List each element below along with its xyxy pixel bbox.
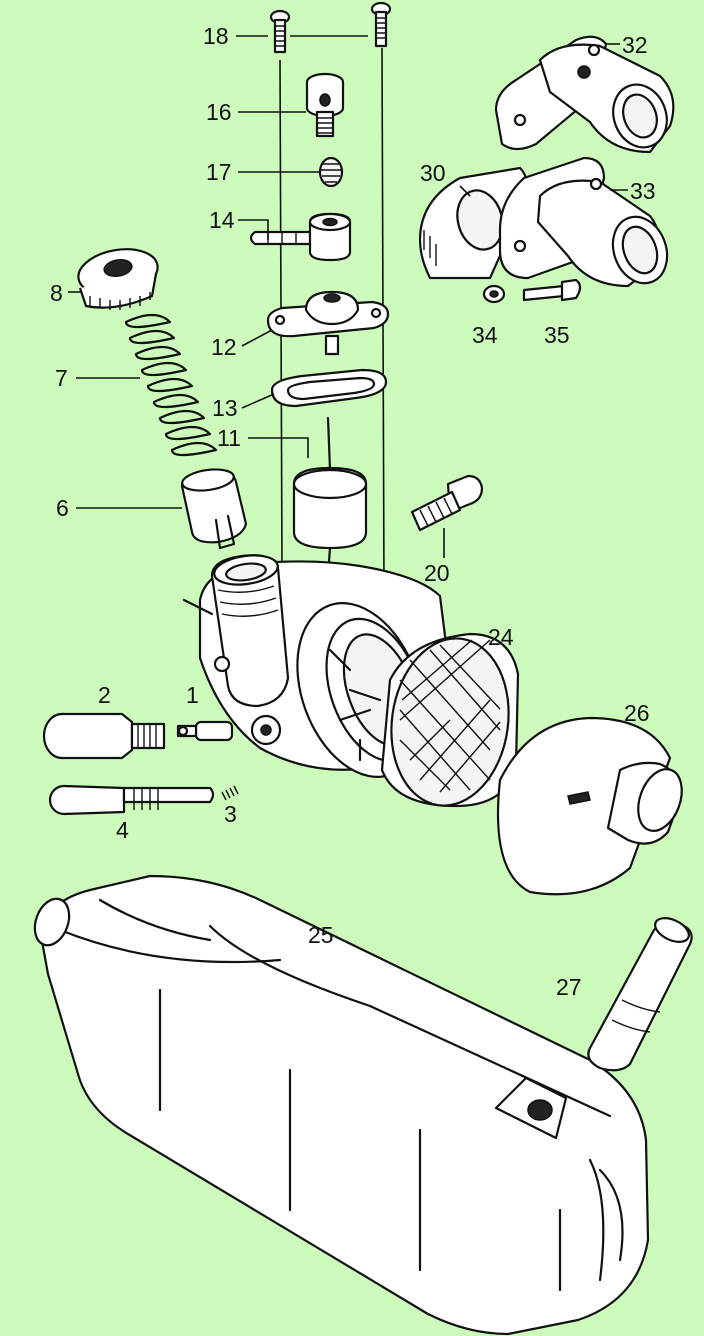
part-26-filter-cover [496,716,683,896]
callout-18: 18 [203,23,229,49]
callout-3: 3 [224,801,237,827]
callout-7: 7 [55,365,68,391]
part-33-intake-flange [498,156,669,288]
callout-24: 24 [488,624,514,650]
callout-25: 25 [308,922,334,948]
callout-6: 6 [56,495,69,521]
callout-17: 17 [206,159,232,185]
callout-35: 35 [544,322,570,348]
part-4-adjusting-screw [48,784,215,816]
part-32-intake-flange [494,35,675,154]
part-16-banjo-bolt [305,72,345,138]
callout-34: 34 [472,322,498,348]
part-18-screws [269,1,392,591]
part-8-cap [77,248,159,310]
callout-16: 16 [206,99,232,125]
callout-8: 8 [50,280,63,306]
callout-12: 12 [211,334,237,360]
callout-4: 4 [116,817,129,843]
part-2-main-jet-holder [42,712,166,760]
callout-30: 30 [420,160,446,186]
callout-14: 14 [209,207,235,233]
callout-20: 20 [424,560,450,586]
callout-33: 33 [630,178,656,204]
part-3-spring [221,785,239,801]
part-25-fuel-tank [33,874,650,1336]
callout-2: 2 [98,682,111,708]
callout-13: 13 [212,395,238,421]
part-13-gasket [270,368,388,408]
part-20-screw [410,474,484,532]
part-17-filter [318,156,344,188]
part-12-float-chamber-cover [266,290,390,356]
leader-lines [68,35,628,558]
part-35-bolt [522,278,582,302]
part-11-float [292,416,368,577]
callout-11: 11 [217,425,241,451]
part-27-fuel-pipe [587,917,693,1072]
callout-26: 26 [624,700,650,726]
part-7-spring [124,313,218,457]
callout-32: 32 [622,32,648,58]
callout-27: 27 [556,974,582,1000]
part-6-throttle-slide [180,468,248,550]
callout-1: 1 [186,682,199,708]
part-14-banjo-fitting [249,212,352,262]
part-34-washer [482,284,506,304]
part-1-jet [176,720,234,742]
